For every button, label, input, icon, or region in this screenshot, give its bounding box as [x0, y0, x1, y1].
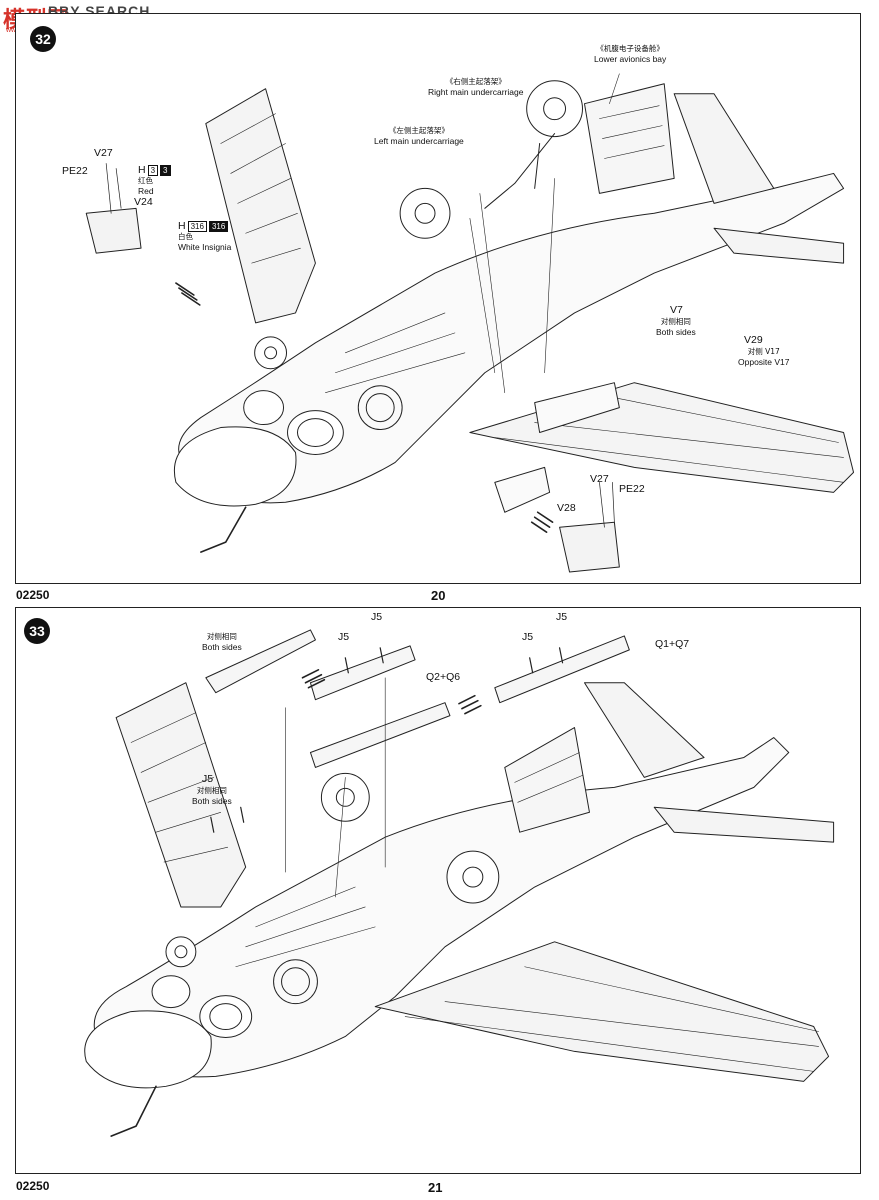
part-v29: V29 — [744, 334, 763, 346]
label-en: Lower avionics bay — [594, 54, 667, 64]
label-en: Both sides — [202, 642, 242, 652]
callout-right-main-undercarriage: 《右侧主起落架》 Right main undercarriage — [428, 77, 523, 97]
label-en: White Insignia — [178, 242, 232, 252]
label-en: Red — [138, 186, 154, 196]
instruction-panel-step-32: 32 《机腹电子设备舱》 Lower avionics bay 《右侧主起落架》… — [15, 13, 861, 584]
label-zh: 《左侧主起落架》 — [388, 126, 449, 135]
label-en: Left main undercarriage — [374, 136, 464, 146]
paint-box-dark: 316 — [208, 221, 229, 232]
part-j5: J5 — [556, 611, 568, 623]
part-j5: J5 — [202, 773, 214, 785]
page-number-bottom: 21 — [428, 1180, 443, 1195]
part-q1-q7: Q1+Q7 — [655, 638, 690, 650]
label-zh: 对侧相同 — [206, 632, 237, 641]
label-zh: 《右侧主起落架》 — [445, 77, 506, 86]
step-number-badge: 32 — [30, 26, 56, 52]
step-number-badge: 33 — [24, 618, 50, 644]
aircraft-assembly-drawing-step-32 — [85, 73, 855, 573]
page-number-top: 20 — [431, 588, 446, 603]
label-zh: 对侧相同 — [196, 786, 227, 795]
label-en: Both sides — [656, 327, 696, 337]
paint-code: H — [138, 164, 146, 176]
part-j5: J5 — [371, 611, 383, 623]
callout-both-sides-top: 对侧相同 Both sides — [202, 632, 242, 652]
label-zh: 对侧相同 — [660, 317, 691, 326]
callout-both-sides-left: 对侧相同 Both sides — [192, 786, 232, 806]
callout-lower-avionics: 《机腹电子设备舱》 Lower avionics bay — [594, 44, 666, 64]
aircraft-assembly-drawing-step-33 — [84, 629, 835, 1137]
part-j5: J5 — [522, 631, 534, 643]
label-zh: 对侧 V17 — [747, 347, 780, 356]
part-v27-right: V27 — [590, 473, 609, 485]
footer-code-bottom: 02250 — [16, 1179, 50, 1193]
paint-box: 3 — [147, 165, 159, 176]
label-zh: 《机腹电子设备舱》 — [596, 44, 664, 53]
callout-left-main-undercarriage: 《左侧主起落架》 Left main undercarriage — [374, 126, 464, 146]
footer-code-top: 02250 — [16, 588, 50, 602]
label-zh: 红色 — [138, 176, 153, 185]
paint-code: H — [178, 220, 186, 232]
part-v28: V28 — [557, 502, 576, 514]
part-v7: V7 — [670, 304, 683, 316]
label-en: Opposite V17 — [738, 357, 790, 367]
label-en: Both sides — [192, 796, 232, 806]
part-pe22-right: PE22 — [619, 483, 645, 495]
part-pe22: PE22 — [62, 165, 88, 177]
callout-opposite-v17: 对侧 V17 Opposite V17 — [738, 347, 790, 367]
paint-box-dark: 3 — [160, 165, 171, 176]
label-zh: 白色 — [178, 232, 193, 241]
paint-box: 316 — [187, 221, 207, 232]
part-q2-q6: Q2+Q6 — [426, 671, 461, 683]
part-v24: V24 — [134, 196, 153, 208]
label-en: Right main undercarriage — [428, 87, 524, 97]
part-j5: J5 — [338, 631, 350, 643]
callout-both-sides: 对侧相同 Both sides — [656, 317, 696, 337]
part-v27: V27 — [94, 147, 113, 159]
instruction-panel-step-33: 33 对侧相同 Both sides J5 J5 J5 J5 Q2+Q6 Q1+… — [15, 607, 861, 1174]
